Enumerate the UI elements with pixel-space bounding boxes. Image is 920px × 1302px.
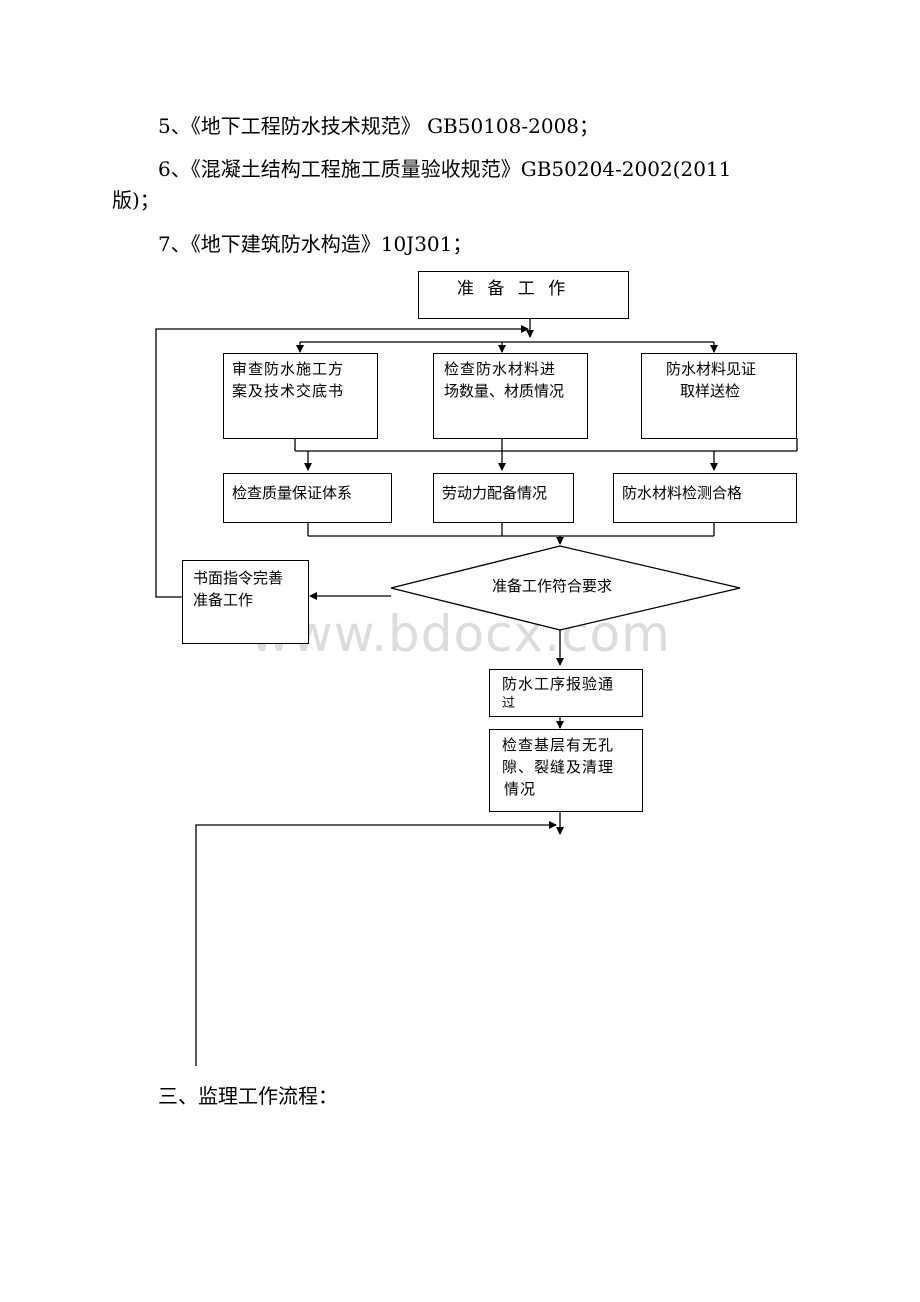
reference-item-6: 6、《混凝土结构工程施工质量验收规范》GB50204-2002(2011	[158, 157, 732, 181]
material-test-box: 防水材料检测合格	[613, 473, 797, 523]
decision-diamond	[390, 545, 741, 631]
start-box: 准 备 工 作	[418, 271, 629, 319]
connector-return-line	[195, 821, 557, 1066]
quality-system-box: 检查质量保证体系	[223, 473, 392, 523]
labor-box: 劳动力配备情况	[433, 473, 574, 523]
reference-item-6-continuation: 版)；	[112, 188, 160, 212]
section-heading: 三、监理工作流程：	[158, 1084, 338, 1108]
check-materials-box: 检查防水材料进 场数量、材质情况	[433, 353, 588, 439]
reference-item-7: 7、《地下建筑防水构造》10J301；	[158, 232, 473, 256]
review-plan-box: 审查防水施工方 案及技术交底书	[223, 353, 378, 439]
reference-item-5: 5、《地下工程防水技术规范》 GB50108-2008；	[158, 114, 600, 138]
inspection-pass-box: 防水工序报验通 过	[489, 669, 643, 717]
sample-test-box: 防水材料见证 取样送检	[641, 353, 797, 439]
written-order-box: 书面指令完善 准备工作	[182, 560, 309, 644]
connector-feedback-loop	[155, 325, 529, 598]
decision-text: 准备工作符合要求	[492, 577, 613, 595]
base-check-box: 检查基层有无孔 隙、裂缝及清理 情况	[489, 729, 643, 812]
